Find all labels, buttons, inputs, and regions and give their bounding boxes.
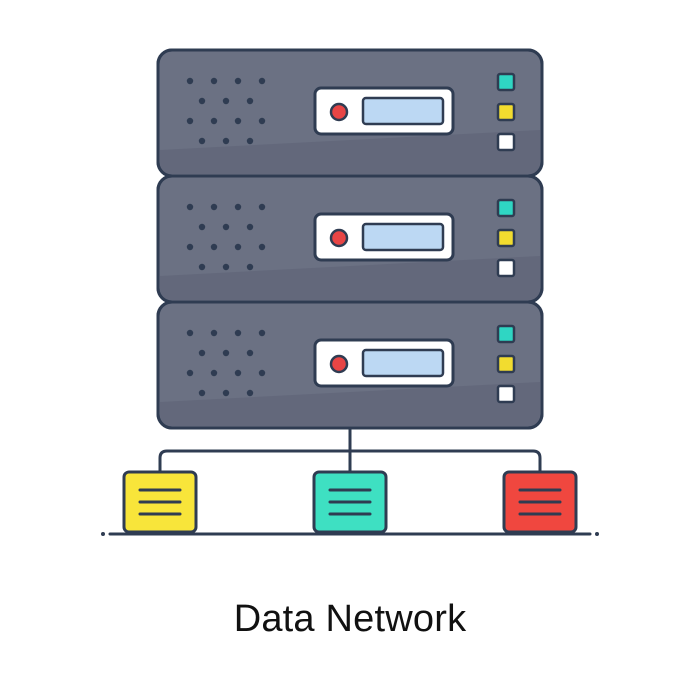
led-bottom-icon: [496, 384, 516, 404]
vent-dot: [246, 263, 254, 271]
display-screen: [361, 96, 445, 126]
folder-right-icon: [502, 470, 578, 534]
power-button-icon: [329, 228, 349, 248]
vent-dot: [186, 243, 194, 251]
vent-dot: [210, 117, 218, 125]
vent-dot: [234, 369, 242, 377]
ground-dot: [595, 532, 599, 536]
vent-dot: [234, 243, 242, 251]
vent-dot: [222, 389, 230, 397]
network-tree: [101, 426, 599, 536]
led-middle-icon: [496, 102, 516, 122]
server-shadow: [160, 256, 540, 300]
vent-dot: [210, 243, 218, 251]
vent-dot: [198, 223, 206, 231]
led-middle-icon: [496, 228, 516, 248]
server-rack: [156, 48, 544, 430]
led-top-icon: [496, 198, 516, 218]
vent-dot: [258, 329, 266, 337]
vent-dot: [246, 223, 254, 231]
vent-dot: [258, 117, 266, 125]
vent-grille: [186, 203, 266, 271]
vent-dot: [258, 243, 266, 251]
folder-center-icon: [312, 470, 388, 534]
server-unit-bottom: [156, 300, 544, 430]
vent-dot: [258, 369, 266, 377]
server-unit-middle: [156, 174, 544, 304]
vent-dot: [258, 203, 266, 211]
vent-dot: [246, 389, 254, 397]
vent-grille: [186, 329, 266, 397]
display-panel: [313, 86, 455, 136]
led-top-icon: [496, 324, 516, 344]
server-shadow: [160, 130, 540, 174]
vent-dot: [198, 263, 206, 271]
vent-dot: [210, 203, 218, 211]
vent-dot: [222, 223, 230, 231]
vent-dot: [246, 137, 254, 145]
led-middle-icon: [496, 354, 516, 374]
vent-dot: [186, 369, 194, 377]
vent-dot: [234, 329, 242, 337]
vent-dot: [246, 349, 254, 357]
vent-dot: [234, 117, 242, 125]
vent-dot: [222, 97, 230, 105]
vent-dot: [186, 117, 194, 125]
vent-dot: [222, 137, 230, 145]
vent-dot: [246, 97, 254, 105]
vent-dot: [222, 349, 230, 357]
vent-dot: [258, 77, 266, 85]
power-button-icon: [329, 354, 349, 374]
power-button-icon: [329, 102, 349, 122]
display-screen: [361, 222, 445, 252]
led-bottom-icon: [496, 132, 516, 152]
server-unit-top: [156, 48, 544, 178]
ground-dot: [101, 532, 105, 536]
icon-caption: Data Network: [233, 598, 467, 640]
vent-dot: [198, 389, 206, 397]
vent-dot: [186, 329, 194, 337]
display-panel: [313, 338, 455, 388]
led-top-icon: [496, 72, 516, 92]
vent-dot: [198, 137, 206, 145]
vent-dot: [234, 203, 242, 211]
branch-line: [158, 449, 542, 476]
vent-dot: [186, 77, 194, 85]
folder-left-icon: [122, 470, 198, 534]
vent-dot: [198, 97, 206, 105]
vent-dot: [210, 77, 218, 85]
vent-dot: [210, 369, 218, 377]
vent-dot: [210, 329, 218, 337]
display-screen: [361, 348, 445, 378]
display-panel: [313, 212, 455, 262]
vent-grille: [186, 77, 266, 145]
vent-dot: [234, 77, 242, 85]
led-bottom-icon: [496, 258, 516, 278]
data-network-illustration: [101, 48, 599, 536]
server-shadow: [160, 382, 540, 426]
vent-dot: [186, 203, 194, 211]
vent-dot: [222, 263, 230, 271]
vent-dot: [198, 349, 206, 357]
